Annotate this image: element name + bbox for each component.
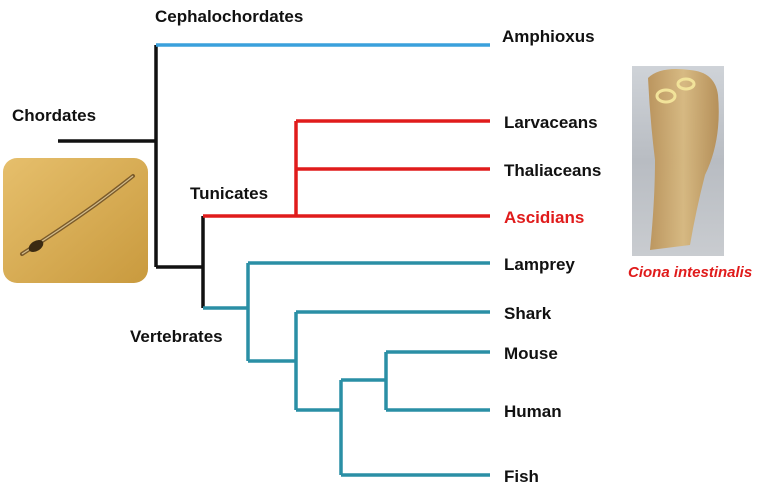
amphioxus-photo xyxy=(3,158,148,283)
chordates-label: Chordates xyxy=(12,106,96,125)
taxon-thaliaceans: Thaliaceans xyxy=(504,161,601,180)
ciona-photo xyxy=(632,66,724,256)
taxon-amphioxus: Amphioxus xyxy=(502,27,595,46)
taxon-fish: Fish xyxy=(504,467,539,486)
taxon-human: Human xyxy=(504,402,562,421)
tunicates-label: Tunicates xyxy=(190,184,268,203)
vertebrate-branches xyxy=(203,263,490,475)
ciona-caption: Ciona intestinalis xyxy=(628,264,752,281)
vertebrates-label: Vertebrates xyxy=(130,327,223,346)
taxon-ascidians: Ascidians xyxy=(504,208,584,227)
taxon-shark: Shark xyxy=(504,304,552,323)
taxon-lamprey: Lamprey xyxy=(504,255,575,274)
taxon-mouse: Mouse xyxy=(504,344,558,363)
taxon-larvaceans: Larvaceans xyxy=(504,113,598,132)
cephalochordates-label: Cephalochordates xyxy=(155,7,303,26)
